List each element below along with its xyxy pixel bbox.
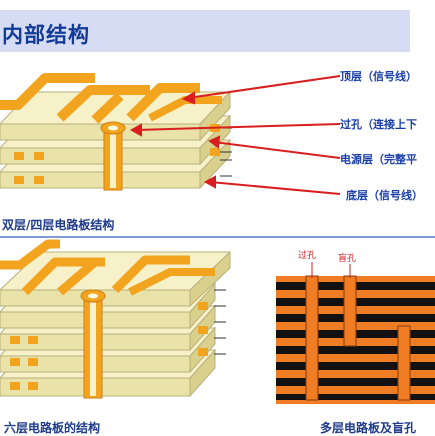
label-top-layer: 顶层（信号线） — [340, 70, 417, 83]
section-divider — [0, 236, 435, 238]
cross-section-blind-via-label: 盲孔 — [338, 254, 357, 264]
title-banner — [0, 10, 410, 52]
label-bottom-layer: 底层（信号线） — [346, 189, 423, 202]
multilayer-cross-section — [276, 262, 435, 404]
cross-section-via-label: 过孔 — [298, 251, 317, 261]
caption-multi-layer: 多层电路板及盲孔 — [320, 421, 417, 435]
label-power-layer: 电源层（完整平 — [340, 153, 417, 166]
page-title: 内部结构 — [2, 23, 90, 47]
caption-two-four-layer: 双层/四层电路板结构 — [2, 218, 115, 232]
six-layer-board-diagram — [0, 239, 232, 399]
callout-arrows — [129, 75, 341, 195]
four-layer-board-diagram — [0, 73, 232, 191]
caption-six-layer: 六层电路板的结构 — [4, 421, 101, 435]
label-via: 过孔（连接上下 — [340, 118, 417, 131]
